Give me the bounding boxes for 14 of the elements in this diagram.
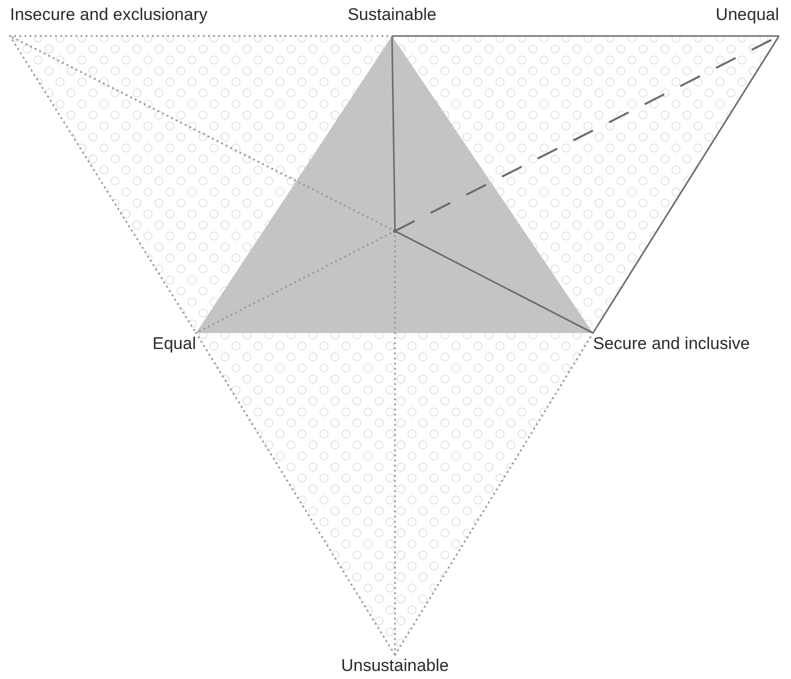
vertex-label: Secure and inclusive <box>593 334 750 353</box>
junction-point <box>393 229 397 233</box>
vertex-label: Unsustainable <box>341 656 449 675</box>
vertex-label: Insecure and exclusionary <box>10 5 208 24</box>
connector-line <box>9 35 197 334</box>
connector-line <box>394 332 594 656</box>
connector-line <box>392 35 779 37</box>
vertex-label: Sustainable <box>348 5 436 24</box>
vertex-label: Unequal <box>716 5 779 24</box>
connector-line <box>394 230 594 334</box>
vertex-label: Equal <box>152 334 196 353</box>
connector-line <box>195 332 396 656</box>
connector-line <box>592 36 780 334</box>
connector-line <box>391 36 396 232</box>
